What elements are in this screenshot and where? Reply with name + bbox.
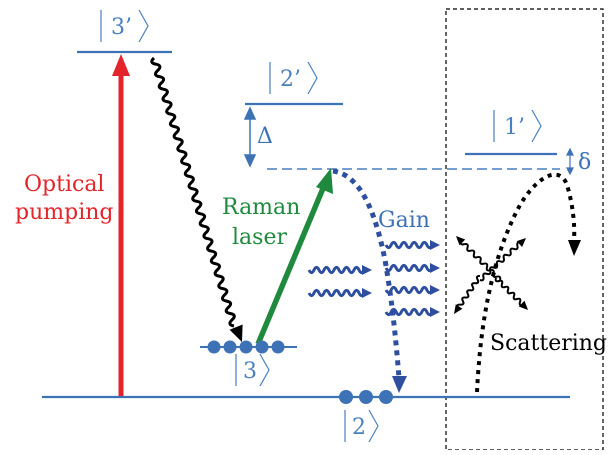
ket-2-prime (269, 61, 318, 95)
ket-2 (344, 409, 379, 443)
ket-2-prime-label: 2’ (280, 67, 301, 92)
gain-photon-arrowhead (362, 265, 372, 275)
atom (339, 390, 353, 404)
ket-2-label: 2 (352, 415, 366, 440)
scattered-photon-arrowhead (456, 236, 466, 246)
scattered-photon-wave (479, 241, 522, 282)
spontaneous-decay-arrowhead (229, 324, 243, 342)
gain-photon-wave (384, 307, 434, 317)
gain-photons (307, 240, 440, 317)
scattered-photon-wave (494, 277, 524, 307)
gain-label: Gain (378, 208, 430, 233)
scattered-photon-wave (456, 274, 481, 309)
stimulated-emission-dotted-path (332, 168, 402, 379)
ket-1-prime (493, 109, 542, 143)
small-delta-arrow (566, 147, 574, 176)
atom (359, 390, 373, 404)
laser-label: laser (232, 225, 287, 250)
scattered-photon-arrowhead (454, 304, 463, 314)
ket-3-prime-label: 3’ (111, 15, 132, 40)
scattered-photon-arrowhead (518, 300, 528, 310)
gain-photon-wave (384, 263, 434, 273)
gain-photon-wave (307, 265, 366, 275)
gain-photon-wave (384, 240, 434, 250)
gain-photon-arrowhead (430, 240, 440, 250)
scattering-label: Scattering (490, 331, 607, 356)
gain-photon-wave (307, 288, 366, 298)
stimulated-emission-arrowhead (392, 376, 407, 393)
scattering-dotted-path (475, 172, 577, 393)
gain-photon-wave (384, 285, 434, 295)
gain-photon-arrowhead (430, 307, 440, 317)
atom (271, 340, 285, 354)
scattering-photons (454, 236, 528, 314)
delta-arrow (243, 106, 257, 168)
ket-3 (235, 353, 270, 387)
optical-label: Optical (24, 172, 104, 197)
atom (239, 340, 253, 354)
atom (255, 340, 269, 354)
atom (379, 390, 393, 404)
atom (223, 340, 237, 354)
ket-1-prime-label: 1’ (504, 115, 525, 140)
scattering-region-box (445, 8, 604, 451)
scattering-arrowhead (568, 240, 581, 256)
pumping-label: pumping (15, 200, 113, 225)
ket-3-label: 3 (243, 359, 257, 384)
spontaneous-decay-wave (150, 56, 236, 328)
gain-photon-arrowhead (362, 288, 372, 298)
gain-photon-arrowhead (430, 263, 440, 273)
scattered-photon-arrowhead (516, 238, 526, 247)
atom (207, 340, 221, 354)
optical-pumping-arrow (112, 54, 130, 396)
raman-laser-arrow (255, 168, 333, 346)
ket-3-prime (100, 9, 149, 43)
atoms-level-3 (207, 340, 285, 354)
raman-label: Raman (222, 195, 300, 220)
gain-photon-arrowhead (430, 285, 440, 295)
atoms-level-2 (339, 390, 393, 404)
small-delta-label: δ (578, 150, 591, 175)
delta-label: Δ (257, 124, 273, 149)
